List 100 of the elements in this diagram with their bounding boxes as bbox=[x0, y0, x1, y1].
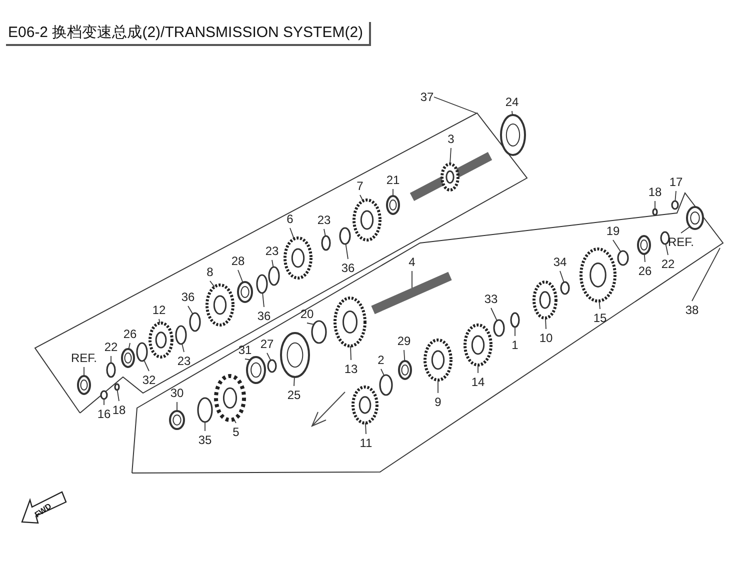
callout-number: 15 bbox=[593, 310, 607, 326]
leader-line bbox=[272, 260, 274, 268]
callout-number: 4 bbox=[406, 254, 418, 270]
leader-line bbox=[654, 200, 656, 210]
leader-line bbox=[692, 248, 720, 302]
callout-number: REF. bbox=[667, 234, 695, 250]
leader-line bbox=[612, 240, 622, 252]
bearing bbox=[237, 281, 253, 303]
callout-number: 25 bbox=[287, 388, 301, 402]
callout-number: 36 bbox=[257, 308, 271, 324]
gear bbox=[580, 248, 616, 302]
callout-number: 26 bbox=[123, 326, 137, 342]
washer bbox=[560, 281, 570, 295]
callout-number: 6 bbox=[284, 212, 296, 226]
callout-number: 7 bbox=[354, 178, 366, 194]
callout-number: 27 bbox=[260, 336, 274, 352]
bearing bbox=[386, 195, 400, 215]
callout-number: 5 bbox=[230, 424, 242, 440]
callout-number: 34 bbox=[553, 254, 567, 270]
callout-number: 31 bbox=[238, 342, 252, 358]
leader-line bbox=[345, 243, 348, 260]
leader-line bbox=[188, 306, 194, 314]
washer bbox=[321, 235, 331, 251]
callout-number: 23 bbox=[317, 212, 331, 228]
gear bbox=[334, 297, 366, 347]
washer bbox=[189, 312, 201, 332]
nut bbox=[169, 410, 185, 430]
callout-number: 12 bbox=[152, 302, 166, 318]
bearing bbox=[398, 360, 412, 380]
leader-line bbox=[176, 402, 178, 412]
bearing bbox=[637, 235, 651, 255]
bearing bbox=[77, 375, 91, 395]
leader-line bbox=[490, 308, 498, 322]
leader-line bbox=[238, 270, 244, 283]
gear bbox=[284, 237, 312, 279]
gear bbox=[533, 281, 557, 319]
washer bbox=[311, 320, 327, 344]
callout-number: 33 bbox=[484, 292, 498, 306]
leader-line bbox=[560, 270, 564, 283]
callout-number: 17 bbox=[669, 174, 683, 190]
leader-line bbox=[380, 368, 385, 376]
leader-line bbox=[392, 188, 394, 196]
gear bbox=[464, 324, 492, 366]
callout-number: 19 bbox=[606, 224, 620, 238]
callout-number: 9 bbox=[432, 394, 444, 410]
leader-line bbox=[665, 243, 668, 256]
washer bbox=[267, 359, 277, 373]
callout-number: 20 bbox=[300, 306, 314, 322]
callout-number: 11 bbox=[359, 436, 373, 450]
callout-number: 22 bbox=[104, 340, 118, 354]
washer bbox=[197, 397, 213, 423]
washer bbox=[660, 231, 670, 245]
leader-line bbox=[210, 280, 215, 288]
callout-number: 30 bbox=[170, 386, 184, 400]
callout-number: 18 bbox=[112, 402, 126, 418]
shaft bbox=[407, 151, 495, 202]
callout-number: 2 bbox=[375, 352, 387, 368]
washer bbox=[268, 266, 280, 286]
gear bbox=[352, 386, 378, 424]
callout-number: 16 bbox=[97, 406, 111, 422]
callout-number: 37 bbox=[420, 90, 434, 104]
callout-number: 36 bbox=[341, 260, 355, 276]
callout-number: 8 bbox=[204, 264, 216, 280]
washer bbox=[136, 342, 148, 362]
callout-number: 38 bbox=[685, 302, 699, 318]
callout-number: 28 bbox=[231, 254, 245, 268]
washer bbox=[493, 319, 505, 337]
callout-number: 23 bbox=[265, 244, 279, 258]
washer bbox=[100, 390, 108, 400]
bearing bbox=[500, 114, 526, 156]
direction-label: FWD bbox=[33, 502, 54, 520]
callout-number: 3 bbox=[445, 132, 457, 146]
washer bbox=[339, 227, 351, 245]
gear bbox=[206, 284, 234, 326]
leader-line bbox=[144, 360, 150, 372]
sprocket bbox=[215, 375, 245, 421]
leader-line bbox=[350, 346, 352, 360]
washer bbox=[256, 274, 268, 294]
leader-line bbox=[110, 356, 112, 364]
bearing bbox=[280, 332, 310, 378]
gear bbox=[424, 339, 452, 381]
gear bbox=[353, 199, 381, 241]
washer bbox=[510, 312, 520, 328]
leader-line bbox=[116, 390, 120, 402]
title: E06-2 换档变速总成(2)/TRANSMISSION SYSTEM(2) bbox=[6, 22, 372, 46]
bearing bbox=[686, 206, 704, 230]
leader-line bbox=[434, 96, 476, 114]
leader-line bbox=[365, 422, 366, 434]
washer bbox=[379, 374, 393, 396]
leader-line bbox=[680, 226, 690, 234]
callout-number: 10 bbox=[539, 330, 553, 346]
callout-number: 23 bbox=[177, 354, 191, 368]
leader-line bbox=[450, 148, 452, 164]
bearing bbox=[121, 348, 135, 368]
leader-line bbox=[182, 343, 184, 352]
callout-number: 1 bbox=[509, 338, 521, 352]
leader-line bbox=[204, 422, 206, 432]
leader-line bbox=[404, 350, 406, 362]
callout-number: 21 bbox=[386, 172, 400, 188]
callout-number: 36 bbox=[181, 290, 195, 304]
